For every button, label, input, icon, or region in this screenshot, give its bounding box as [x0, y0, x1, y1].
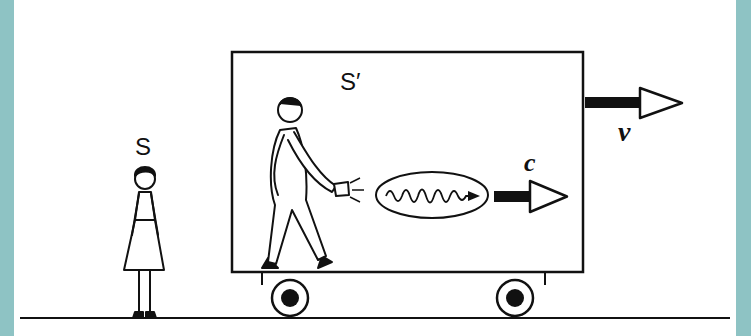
train-car: [232, 52, 583, 272]
ground-line: [20, 317, 730, 319]
standing-woman: [124, 167, 164, 318]
light-arrow: [494, 181, 567, 212]
speed-label: c: [524, 150, 536, 176]
wheel: [497, 280, 533, 316]
car-support: [544, 272, 546, 285]
wheel: [272, 280, 308, 316]
speed-label: v: [618, 118, 630, 146]
observer-label: S′: [340, 70, 361, 94]
walking-man: [262, 98, 349, 268]
page-background: [14, 0, 736, 336]
velocity-arrow: [585, 88, 682, 118]
light-pulse: [376, 172, 488, 218]
car-support: [261, 272, 263, 285]
observer-label: S: [135, 135, 151, 159]
light-rays: [350, 178, 364, 202]
